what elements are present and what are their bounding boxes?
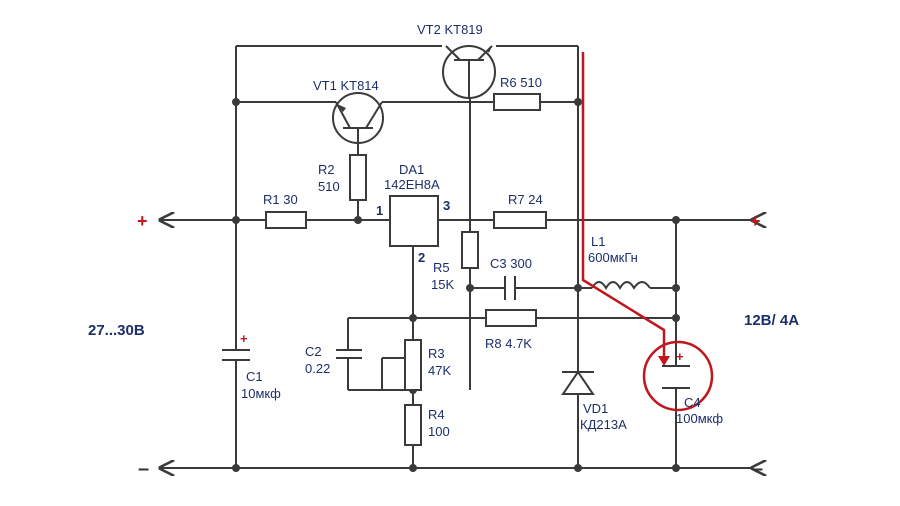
label-l1-name: L1 [591, 234, 605, 249]
ic-da1 [389, 195, 439, 247]
c4-highlight [581, 52, 714, 412]
capacitor-c2 [336, 349, 362, 359]
label-r6: R6 510 [500, 75, 542, 90]
resistor-r4 [404, 404, 422, 446]
label-r1: R1 30 [263, 192, 298, 207]
resistor-r6 [493, 93, 541, 111]
c4-plus-sign: + [676, 349, 684, 364]
label-vd1-type: КД213А [580, 417, 627, 432]
inductor-l1 [591, 281, 651, 290]
label-r2-name: R2 [318, 162, 335, 177]
capacitor-c3 [504, 276, 516, 300]
output-minus-sign: – [752, 458, 763, 480]
label-vd1-name: VD1 [583, 401, 608, 416]
label-c2-name: C2 [305, 344, 322, 359]
label-r8: R8 4.7K [485, 336, 532, 351]
label-r5-name: R5 [433, 260, 450, 275]
label-c1-name: C1 [246, 369, 263, 384]
label-da1-name: DA1 [399, 162, 424, 177]
diode-vd1 [561, 370, 595, 395]
label-c4-name: C4 [684, 395, 701, 410]
transistor-vt1 [332, 92, 384, 144]
label-r3-value: 47K [428, 363, 451, 378]
label-r4-name: R4 [428, 407, 445, 422]
label-vt1: VT1 KT814 [313, 78, 379, 93]
resistor-r1 [265, 211, 307, 229]
resistor-r8 [485, 309, 537, 327]
label-pin1: 1 [376, 203, 383, 218]
resistor-r2 [349, 154, 367, 201]
label-r3-name: R3 [428, 346, 445, 361]
capacitor-c1 [222, 349, 250, 361]
label-r7: R7 24 [508, 192, 543, 207]
label-pin2: 2 [418, 250, 425, 265]
label-pin3: 3 [443, 198, 450, 213]
junction-dots [232, 98, 680, 472]
label-c2-value: 0.22 [305, 361, 330, 376]
label-da1-type: 142EH8A [384, 177, 440, 192]
label-vt2: VT2 KT819 [417, 22, 483, 37]
resistor-r7 [493, 211, 547, 229]
label-r5-value: 15K [431, 277, 454, 292]
c1-plus-sign: + [240, 331, 248, 346]
label-r4-value: 100 [428, 424, 450, 439]
output-plus-sign: + [750, 211, 761, 231]
input-voltage-label: 27...30B [88, 322, 145, 339]
resistor-r3 [404, 339, 422, 391]
label-l1-value: 600мкГн [588, 250, 638, 265]
label-r2-value: 510 [318, 179, 340, 194]
resistor-r5 [461, 231, 479, 269]
transistor-vt2 [442, 45, 496, 99]
output-rating-label: 12B/ 4A [744, 312, 799, 329]
input-plus-sign: + [137, 211, 148, 231]
capacitor-c4 [662, 365, 690, 389]
label-c3: C3 300 [490, 256, 532, 271]
label-c4-value: 100мкф [676, 411, 723, 426]
wiring [160, 45, 752, 468]
input-minus-sign: – [138, 458, 149, 480]
label-c1-value: 10мкф [241, 386, 281, 401]
